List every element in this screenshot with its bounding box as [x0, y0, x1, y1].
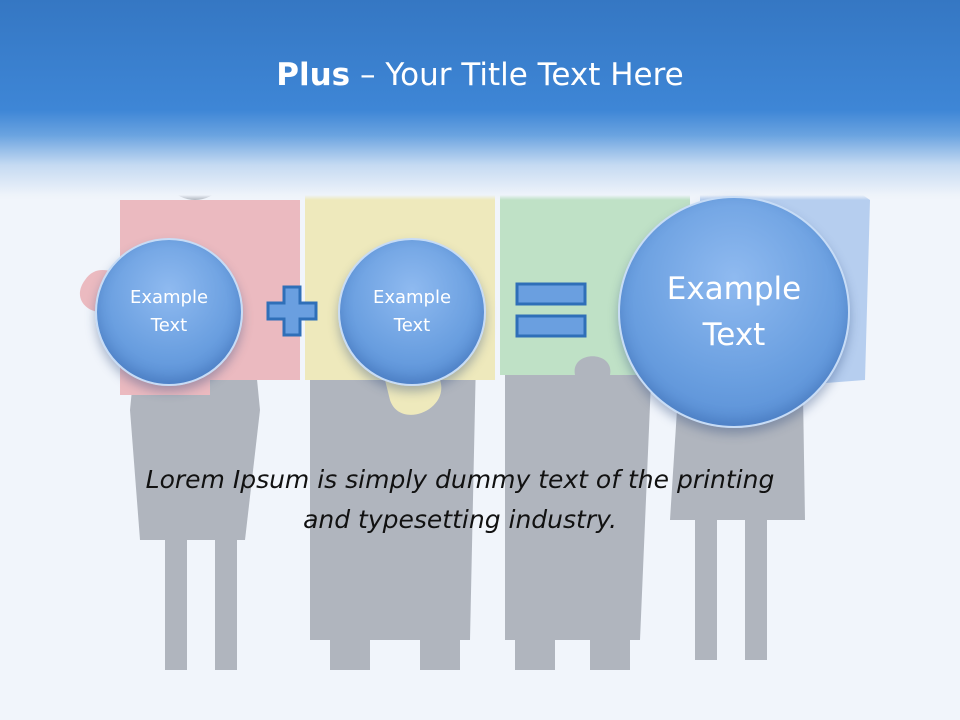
header-band	[0, 0, 960, 200]
title-rest: – Your Title Text Here	[350, 57, 684, 93]
circle-result[interactable]: Example Text	[618, 196, 850, 428]
caption-line-2: and typesetting industry.	[303, 505, 617, 534]
plus-icon	[266, 285, 318, 337]
circle-left-line1: Example	[129, 287, 209, 308]
circle-result-line2: Text	[702, 317, 766, 353]
title-bold: Plus	[276, 57, 351, 93]
background-illustration	[79, 110, 870, 670]
slide-title: Plus – Your Title Text Here	[0, 52, 960, 98]
caption: Lorem Ipsum is simply dummy text of the …	[100, 460, 820, 540]
equals-icon	[515, 282, 587, 338]
circle-left[interactable]: Example Text	[95, 238, 243, 386]
circle-middle-line1: Example	[372, 287, 452, 308]
circle-middle-line2: Text	[393, 315, 431, 336]
caption-line-1: Lorem Ipsum is simply dummy text of the …	[145, 465, 775, 494]
circle-middle[interactable]: Example Text	[338, 238, 486, 386]
circle-left-line2: Text	[150, 315, 188, 336]
circle-result-line1: Example	[666, 271, 802, 307]
